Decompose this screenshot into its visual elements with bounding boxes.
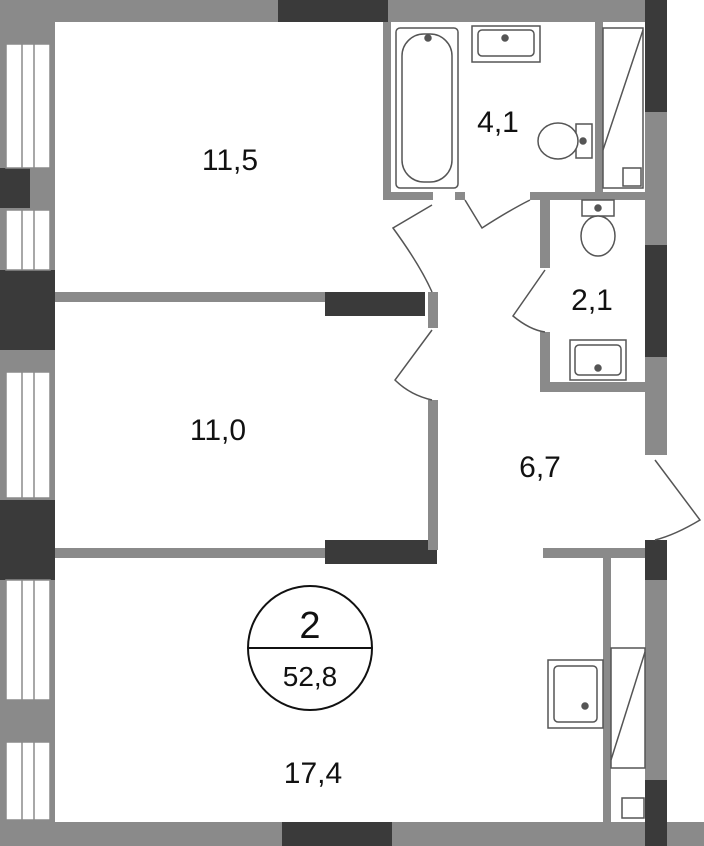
wall-right-dark-4: [645, 780, 667, 846]
wall-left-dark-1: [0, 270, 55, 350]
windows-left: [5, 43, 51, 821]
window-mullions: [21, 44, 35, 820]
fixtures: [395, 25, 646, 819]
door-room2: [394, 329, 433, 401]
rooms-count: 2: [299, 605, 320, 647]
window-4: [5, 579, 51, 701]
wall-room1-room2-dark: [325, 292, 425, 316]
wall-bath-bottom-1: [383, 192, 433, 200]
room-1-area: 11,5: [202, 144, 258, 177]
internal-walls: [55, 22, 645, 822]
wall-room2-room3: [55, 548, 325, 558]
total-area: 52,8: [283, 661, 338, 692]
window-1: [5, 43, 51, 169]
wall-toilet-bottom: [540, 382, 645, 392]
cabinet-icon: [602, 27, 644, 189]
bathroom-area: 4,1: [477, 106, 519, 139]
window-2: [5, 209, 51, 271]
wall-right-dark-2: [645, 245, 667, 357]
room-labels: 11,5 4,1 2,1 11,0 6,7 17,4: [190, 106, 613, 790]
bathtub-inner: [401, 33, 453, 183]
wall-hall-bottom: [543, 548, 645, 558]
wall-toilet-left-2: [540, 332, 550, 392]
summary-badge: 2 52,8: [247, 585, 373, 711]
wall-left-dark-3: [0, 168, 30, 208]
window-5: [5, 741, 51, 821]
wall-rooms-right-1: [428, 292, 438, 328]
door-bathroom: [464, 199, 531, 230]
wall-top-dark: [278, 0, 388, 22]
wall-bath-bottom-2: [455, 192, 465, 200]
window-3: [5, 371, 51, 499]
door-room1: [391, 204, 433, 293]
wall-toilet-left-1: [540, 192, 550, 268]
wall-right-dark-3: [645, 540, 667, 580]
hallway-area: 6,7: [519, 451, 561, 484]
wall-right-dark-1: [645, 0, 667, 112]
doors: [391, 199, 702, 541]
wall-room2-room3-dark: [325, 540, 437, 564]
wall-bath-left: [383, 22, 391, 200]
wall-left-dark-2: [0, 500, 55, 580]
wall-bath-bottom-3: [530, 192, 645, 200]
room-3-area: 17,4: [284, 757, 342, 790]
wall-rooms-right-2: [428, 400, 438, 550]
wall-room1-room2: [55, 292, 325, 302]
wall-bottom-dark: [282, 822, 392, 846]
door-entrance: [654, 459, 702, 541]
wall-kitchen: [603, 558, 611, 822]
door-toilet: [511, 269, 546, 333]
toilet-area: 2,1: [571, 284, 613, 317]
room-2-area: 11,0: [190, 414, 246, 447]
wall-bath-mid: [595, 22, 603, 192]
wall-right-bottom: [645, 540, 667, 846]
